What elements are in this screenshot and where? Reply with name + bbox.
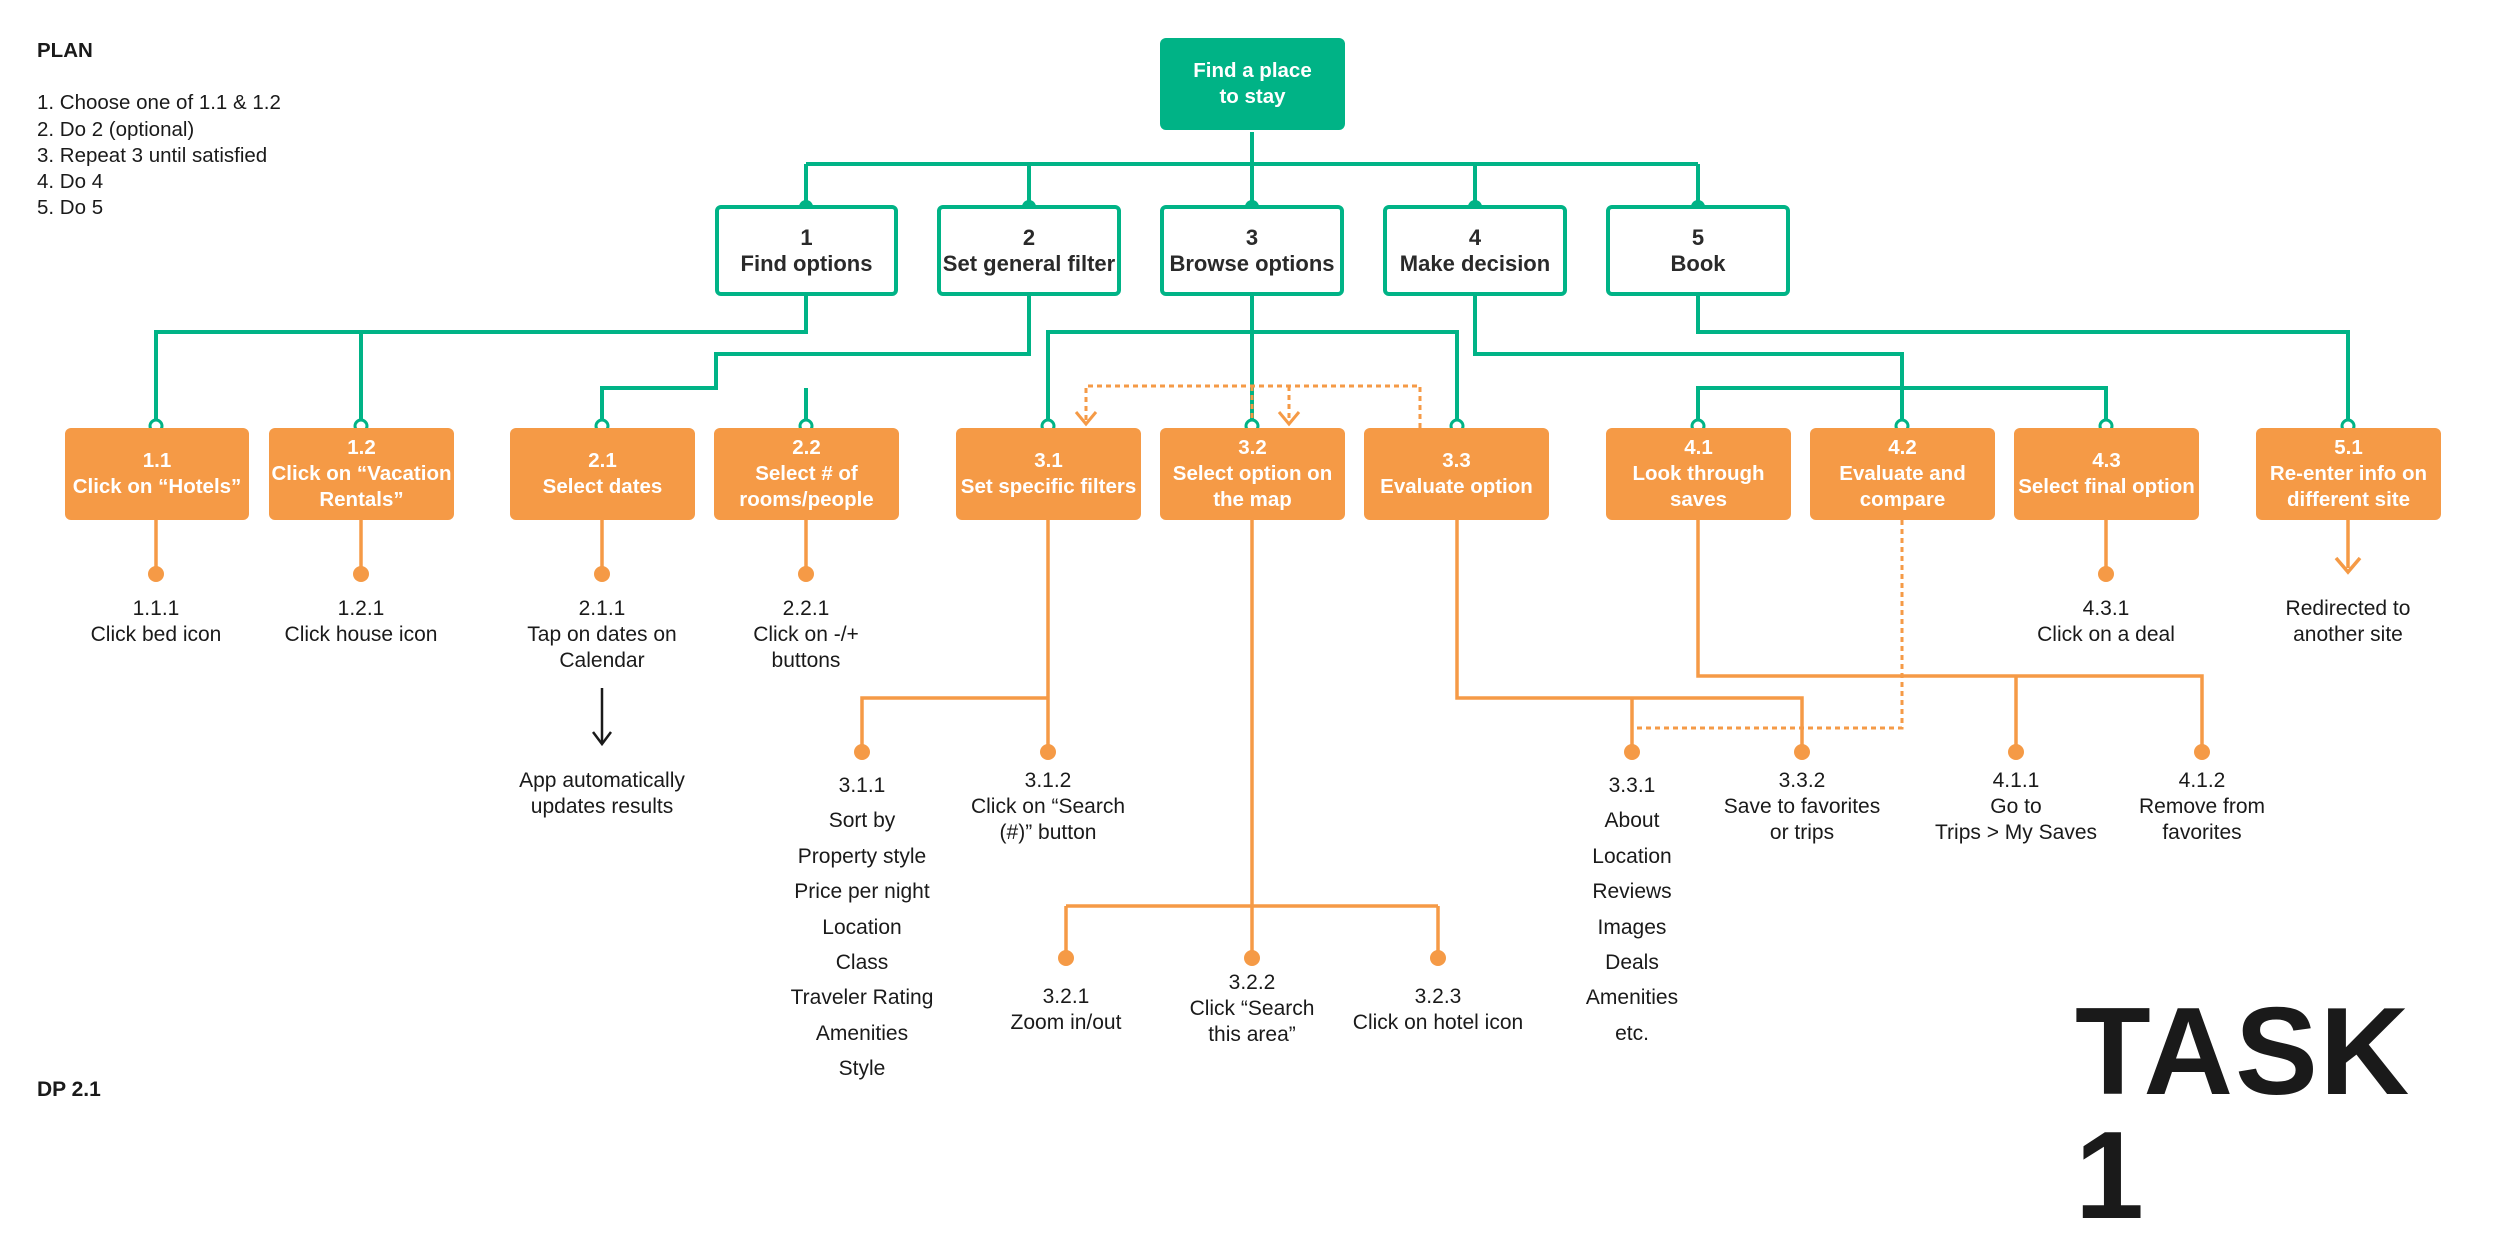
- root-goal-box: Find a place to stay: [1160, 38, 1345, 130]
- plan-title: PLAN: [37, 39, 93, 62]
- plan-step: 4. Do 4: [37, 170, 104, 194]
- connector-lines: [148, 132, 2362, 966]
- plan-panel: PLAN 1. Choose one of 1.1 & 1.2 2. Do 2 …: [37, 38, 281, 222]
- corner-label: DP 2.1: [37, 1078, 101, 1101]
- arrow-down-icon: [592, 688, 612, 747]
- task-analysis-diagram: PLAN 1. Choose one of 1.1 & 1.2 2. Do 2 …: [37, 38, 2441, 1238]
- task-label: TASK 1: [2075, 983, 2412, 1245]
- plan-step: 1. Choose one of 1.1 & 1.2: [37, 91, 281, 115]
- plan-step: 5. Do 5: [37, 196, 104, 220]
- orange-dashed-connectors: [1084, 384, 1904, 730]
- orange-dots: [148, 566, 2210, 966]
- green-connectors: [154, 132, 2350, 428]
- dashed-arrowheads: [1074, 411, 1301, 427]
- orange-connectors: [154, 520, 2362, 958]
- plan-step: 3. Repeat 3 until satisfied: [37, 143, 268, 167]
- plan-step: 2. Do 2 (optional): [37, 117, 195, 141]
